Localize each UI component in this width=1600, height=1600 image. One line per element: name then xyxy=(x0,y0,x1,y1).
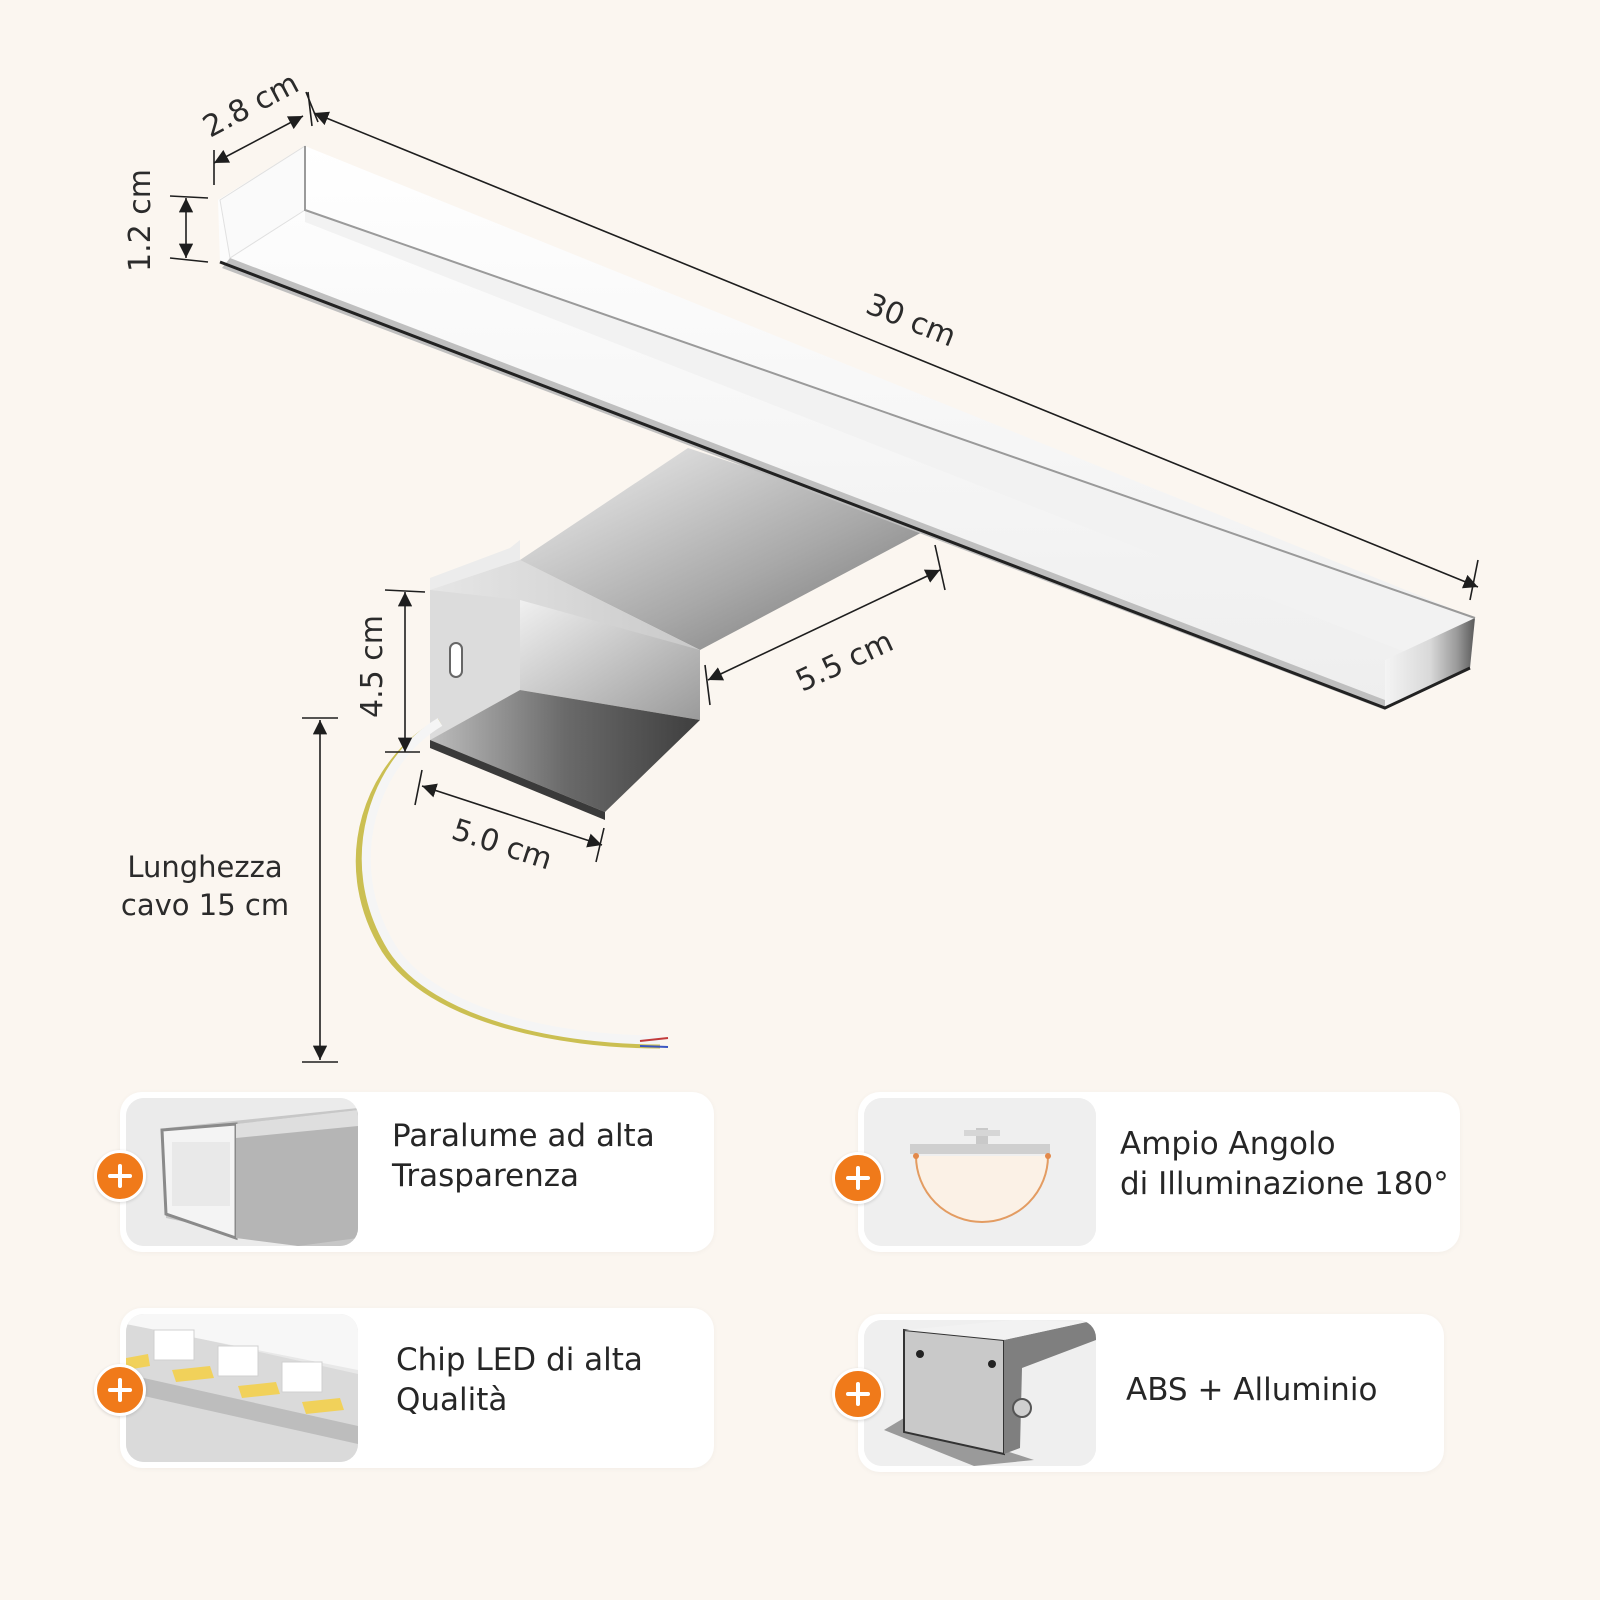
feature-card-angle: Ampio Angolo di Illuminazione 180° xyxy=(858,1092,1460,1252)
mount-height-label: 4.5 cm xyxy=(355,615,390,718)
depth-label: 2.8 cm xyxy=(197,66,304,145)
feature-text-material: ABS + Alluminio xyxy=(1126,1370,1377,1410)
cable-length-line2: cavo 15 cm xyxy=(120,888,290,922)
plus-icon xyxy=(94,1150,146,1202)
product-dimension-diagram: 2.8 cm 1.2 cm 30 cm 4.5 cm 5.5 cm 5.0 cm xyxy=(123,66,1479,1063)
feature-card-shade: Paralume ad alta Trasparenza xyxy=(120,1092,714,1252)
plus-icon xyxy=(832,1152,884,1204)
feature-line1: Paralume ad alta xyxy=(392,1118,655,1154)
mounting-box xyxy=(430,540,700,820)
feature-text-angle: Ampio Angolo di Illuminazione 180° xyxy=(1120,1124,1449,1204)
feature-line1: ABS + Alluminio xyxy=(1126,1372,1378,1408)
mount-width-label: 5.0 cm xyxy=(448,812,557,877)
feature-card-material: ABS + Alluminio xyxy=(858,1314,1444,1472)
feature-text-shade: Paralume ad alta Trasparenza xyxy=(392,1116,655,1196)
feature-text-led: Chip LED di alta Qualità xyxy=(396,1340,643,1420)
feature-line2: Trasparenza xyxy=(392,1158,579,1194)
mount-bracket-thumbnail xyxy=(864,1320,1096,1466)
feature-line1: Ampio Angolo xyxy=(1120,1126,1336,1162)
height-label: 1.2 cm xyxy=(123,169,158,272)
plus-icon xyxy=(832,1368,884,1420)
lamp-shade-thumbnail xyxy=(126,1098,358,1246)
beam-angle-thumbnail xyxy=(864,1098,1096,1246)
length-label: 30 cm xyxy=(861,287,961,354)
power-cable xyxy=(355,718,669,1049)
cable-length-line1: Lunghezza xyxy=(127,850,283,884)
feature-line1: Chip LED di alta xyxy=(396,1342,643,1378)
led-chip-thumbnail xyxy=(126,1314,358,1462)
dimension-lines xyxy=(169,91,1479,1063)
plus-icon xyxy=(94,1364,146,1416)
feature-line2: di Illuminazione 180° xyxy=(1120,1166,1449,1202)
screw-slot-icon xyxy=(449,642,463,678)
cable-length-label: Lunghezza cavo 15 cm xyxy=(95,848,315,924)
light-bar xyxy=(218,145,1476,710)
feature-line2: Qualità xyxy=(396,1382,508,1418)
arm-length-label: 5.5 cm xyxy=(791,624,899,699)
feature-card-led: Chip LED di alta Qualità xyxy=(120,1308,714,1468)
